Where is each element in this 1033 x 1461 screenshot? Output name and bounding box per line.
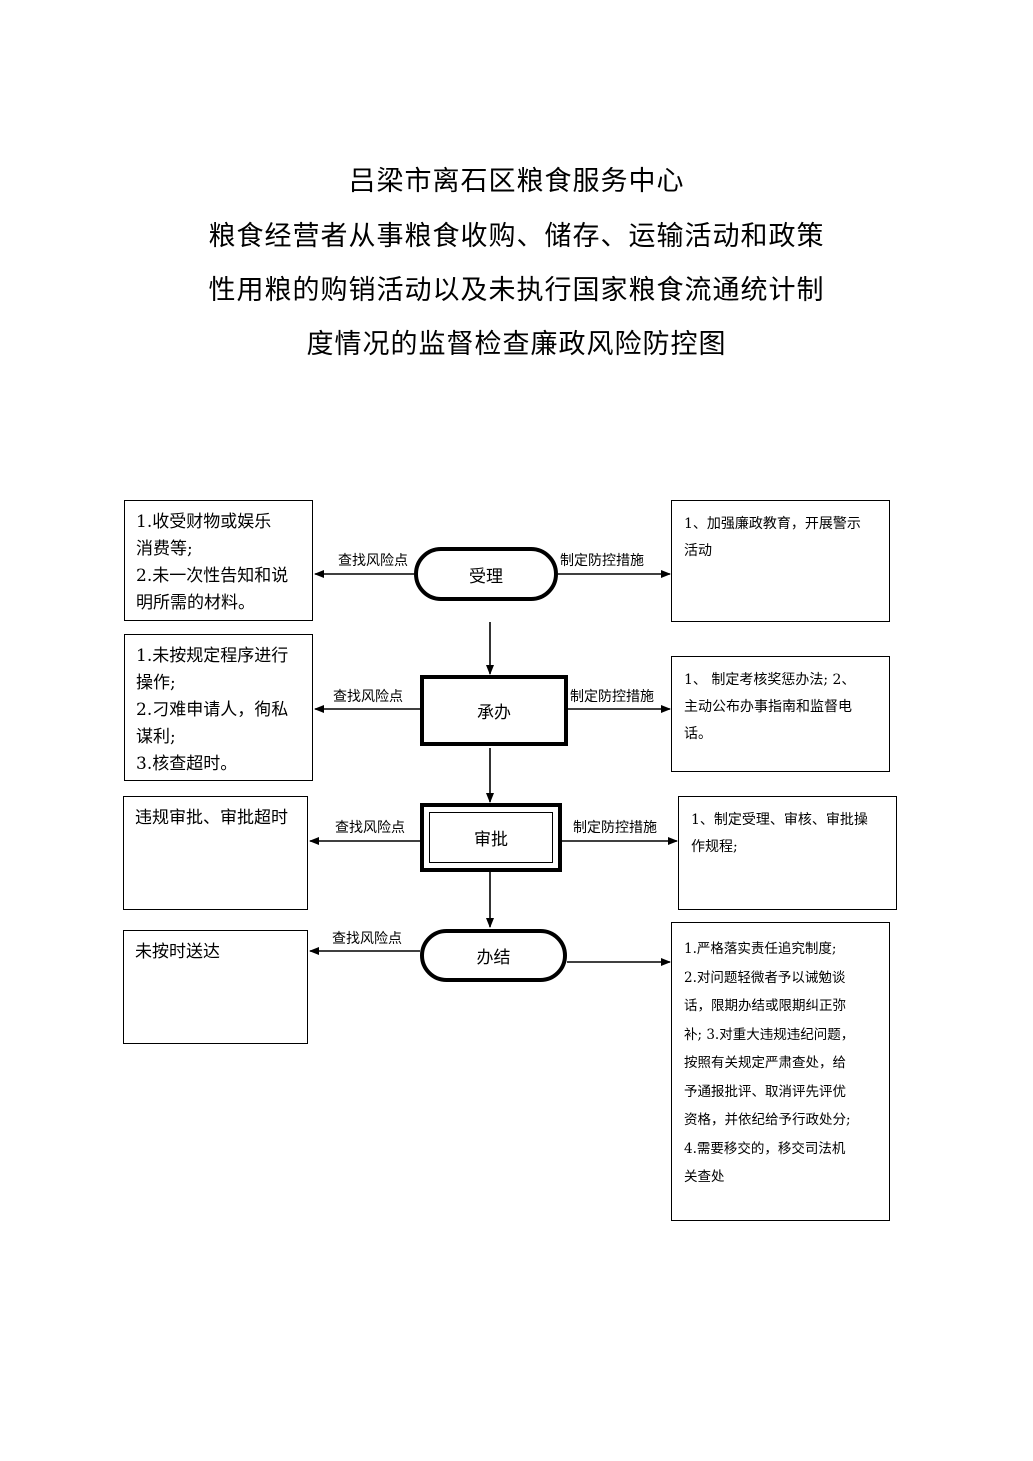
risk-text: 违规审批、审批超时 <box>135 808 288 828</box>
step-completion-node: 办结 <box>420 929 567 982</box>
risk-text: 消费等; <box>136 539 193 559</box>
risk-text: 1.未按规定程序进行 <box>136 646 289 666</box>
step-approval-label: 审批 <box>474 830 508 850</box>
measure-text: 关查处 <box>684 1169 725 1185</box>
step-approval-inner-border <box>429 812 553 863</box>
risk-text: 3.核查超时。 <box>136 754 238 774</box>
measure-text: 2.对问题轻微者予以诫勉谈 <box>684 969 846 986</box>
risk-text: 1.收受财物或娱乐 <box>136 512 272 532</box>
risk-text: 操作; <box>136 673 176 693</box>
title-line-4: 度情况的监督检查廉政风险防控图 <box>306 329 727 360</box>
step-handling-node: 承办 <box>420 675 568 746</box>
measure-box-handling: 1、 制定考核奖惩办法; 2、 主动公布办事指南和监督电 话。 <box>671 656 890 772</box>
measure-text: 话。 <box>684 726 712 742</box>
title-line-3: 性用粮的购销活动以及未执行国家粮食流通统计制 <box>208 275 825 306</box>
risk-text: 2.刁难申请人，徇私 <box>136 700 289 720</box>
title-line-1: 吕梁市离石区粮食服务中心 <box>348 166 685 197</box>
measure-text: 予通报批评、取消评先评优 <box>684 1083 846 1100</box>
title-line-2: 粮食经营者从事粮食收购、储存、运输活动和政策 <box>208 221 825 252</box>
measure-text: 4.需要移交的，移交司法机 <box>684 1140 846 1157</box>
step-completion-label: 办结 <box>476 948 511 968</box>
risk-label-4: 查找风险点 <box>332 931 402 947</box>
measure-text: 作规程; <box>691 839 738 855</box>
risk-label-1: 查找风险点 <box>338 553 408 569</box>
risk-text: 明所需的材料。 <box>136 593 255 613</box>
risk-label-2: 查找风险点 <box>333 689 403 705</box>
measure-box-acceptance: 1、加强廉政教育，开展警示 活动 <box>671 500 890 622</box>
measure-box-completion: 1.严格落实责任追究制度; 2.对问题轻微者予以诫勉谈 话，限期办结或限期纠正弥… <box>671 922 890 1221</box>
risk-text: 未按时送达 <box>135 942 220 962</box>
step-acceptance-label: 受理 <box>469 566 503 587</box>
measure-text: 资格，并依纪给予行政处分; <box>684 1112 851 1128</box>
risk-box-handling: 1.未按规定程序进行 操作; 2.刁难申请人，徇私 谋利; 3.核查超时。 <box>124 634 313 781</box>
measure-text: 1、制定受理、审核、审批操 <box>691 812 868 828</box>
measure-text: 1、加强廉政教育，开展警示 <box>684 516 861 532</box>
measure-text: 按照有关规定严肃查处，给 <box>684 1055 846 1071</box>
step-handling-label: 承办 <box>477 703 511 723</box>
risk-text: 2.未一次性告知和说 <box>136 566 289 586</box>
measure-text: 主动公布办事指南和监督电 <box>684 699 852 715</box>
measure-text: 话，限期办结或限期纠正弥 <box>684 998 846 1014</box>
risk-label-3: 查找风险点 <box>335 820 405 836</box>
measure-text: 1.严格落实责任追究制度; <box>684 941 837 957</box>
risk-box-approval: 违规审批、审批超时 <box>123 796 308 910</box>
risk-box-acceptance: 1.收受财物或娱乐 消费等; 2.未一次性告知和说 明所需的材料。 <box>124 500 313 621</box>
measure-box-approval: 1、制定受理、审核、审批操 作规程; <box>678 796 897 910</box>
measure-text: 补; 3.对重大违规违纪问题， <box>684 1026 855 1043</box>
risk-text: 谋利; <box>136 727 176 747</box>
step-approval-node: 审批 <box>420 803 562 872</box>
measure-label-2: 制定防控措施 <box>570 689 654 705</box>
measure-label-3: 制定防控措施 <box>573 820 657 836</box>
measure-text: 1、 制定考核奖惩办法; 2、 <box>684 672 856 688</box>
measure-label-1: 制定防控措施 <box>560 553 644 569</box>
step-acceptance-node: 受理 <box>414 547 558 601</box>
risk-box-completion: 未按时送达 <box>123 930 308 1044</box>
measure-text: 活动 <box>684 543 712 559</box>
